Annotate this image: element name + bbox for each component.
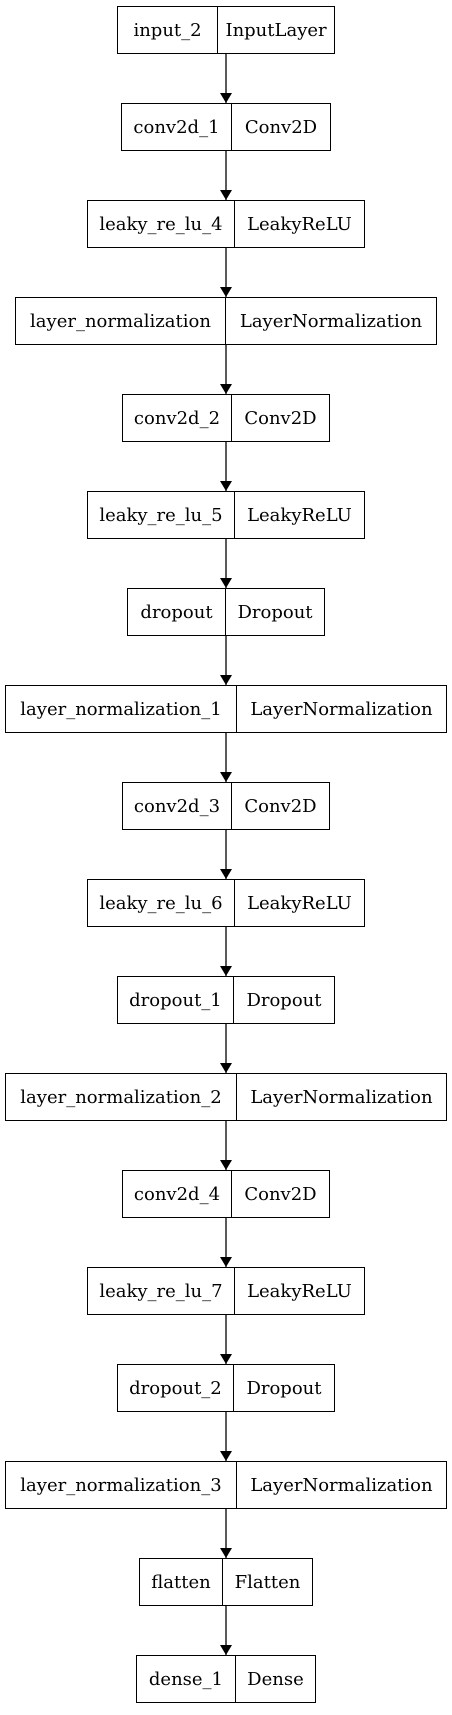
layer-type: Flatten [234, 1571, 301, 1593]
layer-name: input_2 [118, 7, 219, 53]
layer-node-layer-normalization-2: layer_normalization_2 LayerNormalization [5, 1073, 447, 1121]
layer-node-flatten: flatten Flatten [139, 1558, 313, 1606]
layer-type: LeakyReLU [247, 1280, 352, 1302]
layer-name: dropout [128, 589, 226, 635]
layer-type: LayerNormalization [250, 1474, 433, 1496]
layer-type: LayerNormalization [239, 310, 423, 332]
layer-name: conv2d_2 [123, 395, 232, 441]
layer-name: leaky_re_lu_4 [88, 201, 235, 247]
layer-name: flatten [140, 1559, 224, 1605]
layer-type: LayerNormalization [250, 698, 433, 720]
layer-node-dropout: dropout Dropout [127, 588, 325, 636]
layer-node-conv2d-2: conv2d_2 Conv2D [122, 394, 330, 442]
layer-node-leaky-re-lu-7: leaky_re_lu_7 LeakyReLU [87, 1267, 365, 1315]
layer-node-conv2d-3: conv2d_3 Conv2D [122, 782, 330, 830]
layer-node-input-2: input_2 InputLayer [117, 6, 335, 54]
layer-name: dropout_1 [118, 977, 234, 1023]
layer-name: dense_1 [137, 1656, 236, 1702]
layer-type: Dropout [237, 601, 313, 623]
layer-name: layer_normalization_1 [6, 686, 237, 732]
layer-type: Conv2D [244, 116, 318, 138]
layer-name: leaky_re_lu_5 [88, 492, 235, 538]
layer-node-layer-normalization-3: layer_normalization_3 LayerNormalization [5, 1461, 447, 1509]
layer-name: dropout_2 [118, 1365, 234, 1411]
layer-type: InputLayer [225, 19, 327, 41]
layer-name: layer_normalization_2 [6, 1074, 237, 1120]
layer-node-leaky-re-lu-4: leaky_re_lu_4 LeakyReLU [87, 200, 365, 248]
layer-type: Conv2D [244, 407, 317, 429]
layer-name: leaky_re_lu_6 [88, 880, 235, 926]
layer-node-dense-1: dense_1 Dense [136, 1655, 316, 1703]
layer-node-leaky-re-lu-5: leaky_re_lu_5 LeakyReLU [87, 491, 365, 539]
layer-type: Conv2D [244, 1183, 317, 1205]
layer-type: LeakyReLU [247, 892, 352, 914]
layer-node-dropout-1: dropout_1 Dropout [117, 976, 335, 1024]
layer-name: leaky_re_lu_7 [88, 1268, 235, 1314]
layer-node-dropout-2: dropout_2 Dropout [117, 1364, 335, 1412]
layer-name: layer_normalization [16, 298, 226, 344]
layer-type: Conv2D [244, 795, 317, 817]
layer-type: Dropout [246, 989, 322, 1011]
layer-node-leaky-re-lu-6: leaky_re_lu_6 LeakyReLU [87, 879, 365, 927]
layer-type: LayerNormalization [250, 1086, 433, 1108]
layer-node-conv2d-4: conv2d_4 Conv2D [122, 1170, 330, 1218]
layer-type: LeakyReLU [247, 504, 352, 526]
layer-name: layer_normalization_3 [6, 1462, 237, 1508]
layer-type: LeakyReLU [247, 213, 352, 235]
layer-node-layer-normalization-1: layer_normalization_1 LayerNormalization [5, 685, 447, 733]
layer-name: conv2d_4 [123, 1171, 232, 1217]
layer-name: conv2d_3 [123, 783, 232, 829]
layer-type: Dropout [246, 1377, 322, 1399]
layer-node-conv2d-1: conv2d_1 Conv2D [121, 103, 331, 151]
layer-type: Dense [247, 1668, 304, 1690]
layer-node-layer-normalization: layer_normalization LayerNormalization [15, 297, 437, 345]
layer-name: conv2d_1 [122, 104, 232, 150]
